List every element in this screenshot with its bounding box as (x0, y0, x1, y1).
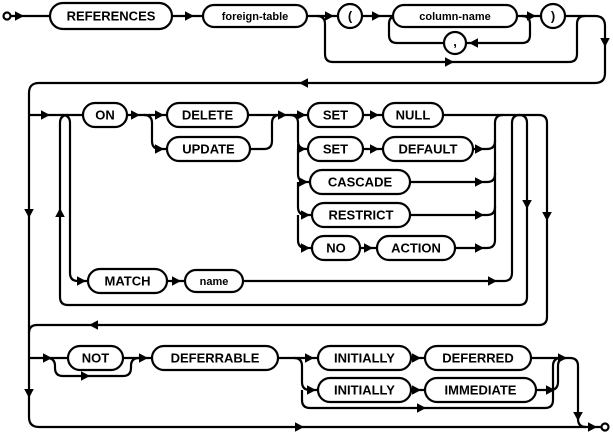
node-immediate: IMMEDIATE (423, 376, 538, 404)
deferrable-row-line (29, 356, 587, 429)
node-deferrable-shape (150, 344, 280, 372)
node-delete-label: DELETE (182, 108, 234, 123)
node-foreign-table-label: foreign-table (222, 11, 289, 23)
node-deferred: DEFERRED (423, 344, 533, 372)
on-clause-exit-line (27, 113, 549, 334)
node-action-label: ACTION (391, 241, 441, 256)
node-close-paren-label: ) (551, 9, 555, 24)
not-bypass-line (46, 356, 140, 378)
node-immediate-label: IMMEDIATE (445, 383, 517, 398)
node-deferred-label: DEFERRED (442, 351, 514, 366)
node-column-name-shape (391, 3, 519, 29)
node-set-2-shape (306, 135, 365, 163)
node-comma-shape (442, 30, 468, 56)
node-default-label: DEFAULT (399, 142, 458, 157)
node-deferrable: DEFERRABLE (150, 344, 280, 372)
node-restrict-shape (310, 201, 412, 229)
node-open-paren-shape (336, 2, 364, 30)
node-restrict-label: RESTRICT (329, 208, 394, 223)
node-open-paren: ( (336, 2, 364, 30)
node-set-1-label: SET (323, 108, 348, 123)
arrowheads (15, 11, 610, 432)
node-name-label: name (200, 276, 229, 288)
end-terminal-circle (600, 422, 610, 432)
node-update-label: UPDATE (182, 142, 235, 157)
node-no-shape (310, 234, 362, 262)
node-on-label: ON (95, 108, 115, 123)
node-initially-1-shape (316, 344, 413, 372)
node-comma-label: , (453, 34, 457, 49)
node-initially-2-label: INITIALLY (334, 383, 395, 398)
node-immediate-shape (423, 376, 538, 404)
node-update: UPDATE (165, 135, 252, 163)
node-not: NOT (66, 344, 125, 372)
on-clause-loopback-line (58, 113, 529, 307)
node-column-name: column-name (391, 3, 519, 29)
node-match-label: MATCH (105, 274, 151, 289)
node-on: ON (81, 101, 129, 129)
node-initially-2-shape (316, 376, 413, 404)
node-cascade-shape (308, 168, 412, 196)
match-branch-line (61, 113, 521, 283)
node-deferred-shape (423, 344, 533, 372)
node-column-name-label: column-name (419, 11, 491, 23)
node-set-2: SET (306, 135, 365, 163)
node-null-label: NULL (396, 108, 431, 123)
node-cascade: CASCADE (308, 168, 412, 196)
node-restrict: RESTRICT (310, 201, 412, 229)
node-name: name (183, 268, 245, 294)
node-not-shape (66, 344, 125, 372)
node-update-shape (165, 135, 252, 163)
node-not-label: NOT (82, 351, 110, 366)
node-action-shape (375, 234, 457, 262)
main-spine-line (10, 14, 607, 429)
node-deferrable-label: DEFERRABLE (171, 351, 260, 366)
node-no: NO (310, 234, 362, 262)
initially-bypass-line (300, 356, 562, 410)
node-close-paren: ) (539, 2, 567, 30)
node-foreign-table-shape (201, 3, 309, 29)
node-close-paren-shape (539, 2, 567, 30)
node-initially-1: INITIALLY (316, 344, 413, 372)
node-null: NULL (381, 101, 445, 129)
arrow-right-set (15, 11, 610, 432)
node-delete-shape (165, 101, 250, 129)
node-cascade-label: CASCADE (328, 175, 393, 190)
node-references-shape (48, 1, 174, 31)
start-terminal-circle (2, 11, 12, 21)
node-open-paren-label: ( (348, 9, 353, 24)
node-references: REFERENCES (48, 1, 174, 31)
node-action: ACTION (375, 234, 457, 262)
node-set-2-label: SET (323, 142, 348, 157)
node-set-1: SET (306, 101, 365, 129)
node-references-label: REFERENCES (67, 9, 156, 24)
node-on-shape (81, 101, 129, 129)
node-name-shape (183, 268, 245, 294)
node-foreign-table: foreign-table (201, 3, 309, 29)
node-match: MATCH (86, 267, 169, 295)
node-no-label: NO (326, 241, 346, 256)
node-delete: DELETE (165, 101, 250, 129)
node-default-shape (381, 135, 475, 163)
node-initially-1-label: INITIALLY (334, 351, 395, 366)
node-comma: , (442, 30, 468, 56)
node-null-shape (381, 101, 445, 129)
node-initially-2: INITIALLY (316, 376, 413, 404)
node-match-shape (86, 267, 169, 295)
node-default: DEFAULT (381, 135, 475, 163)
connector-lines (10, 14, 607, 429)
node-set-1-shape (306, 101, 365, 129)
